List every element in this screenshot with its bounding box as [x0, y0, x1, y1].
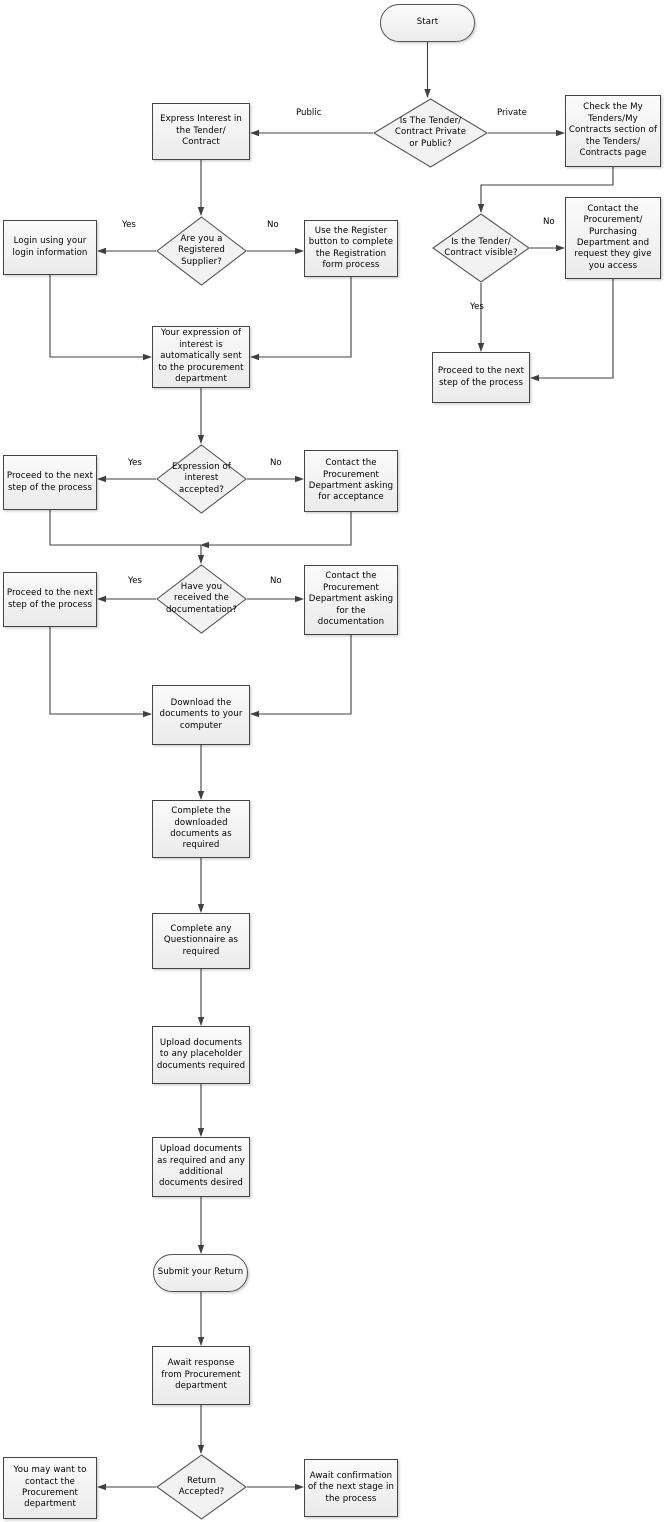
node-tender-type-label: Is The Tender/ Contract Private or Publi… — [394, 115, 467, 149]
node-return-accepted-label: Return Accepted? — [178, 1475, 225, 1497]
edge-contact-docs-to-download-docs — [250, 635, 352, 718]
node-download-documents-label: Download the documents to your computer — [159, 697, 243, 731]
node-received-documentation-decision[interactable]: Have you received the documentation? — [156, 564, 247, 634]
node-expression-sent-label: Your expression of interest is automatic… — [158, 328, 244, 385]
edge-label-docs-no: No — [270, 576, 282, 586]
edge-proceed-1-to-received-docs — [49, 510, 205, 564]
node-await-confirmation[interactable]: Await confirmation of the next stage in … — [304, 1459, 398, 1517]
node-use-register-button[interactable]: Use the Register button to complete the … — [304, 220, 398, 277]
diamond-shape-icon — [156, 564, 247, 634]
node-await-confirmation-label: Await confirmation of the next stage in … — [307, 1470, 395, 1504]
node-contact-for-access[interactable]: Contact the Procurement/ Purchasing Depa… — [565, 197, 661, 279]
edge-contact-acceptance-to-received-docs — [200, 512, 352, 549]
node-proceed-1[interactable]: Proceed to the next step of the process — [3, 455, 97, 510]
node-upload-additional-documents[interactable]: Upload documents as required and any add… — [152, 1137, 250, 1197]
node-tender-type-decision[interactable]: Is The Tender/ Contract Private or Publi… — [373, 98, 488, 168]
edge-label-public: Public — [296, 108, 322, 118]
node-upload-placeholder-documents-label: Upload documents to any placeholder docu… — [156, 1037, 246, 1071]
node-contact-for-acceptance-label: Contact the Procurement Department askin… — [308, 458, 394, 503]
node-check-my-tenders-label: Check the My Tenders/My Contracts sectio… — [568, 102, 658, 159]
node-proceed-private[interactable]: Proceed to the next step of the process — [432, 352, 530, 403]
edge-login-to-expression-sent — [49, 275, 152, 361]
edge-label-visible-no: No — [543, 217, 555, 227]
node-tender-visible-decision[interactable]: Is the Tender/ Contract visible? — [432, 213, 530, 283]
node-login[interactable]: Login using your login information — [3, 220, 97, 275]
node-contact-for-documentation[interactable]: Contact the Procurement Department askin… — [304, 565, 398, 635]
node-complete-questionnaire-label: Complete any Questionnaire as required — [163, 923, 239, 957]
node-contact-procurement-label: You may want to contact the Procurement … — [13, 1465, 87, 1510]
edge-contact-access-to-proceed-private — [530, 279, 614, 382]
node-proceed-1-label: Proceed to the next step of the process — [6, 471, 94, 493]
node-complete-documents-label: Complete the downloaded documents as req… — [170, 806, 232, 851]
node-expression-sent[interactable]: Your expression of interest is automatic… — [152, 326, 250, 388]
node-submit-return-label: Submit your Return — [157, 1267, 244, 1278]
node-interest-accepted-decision[interactable]: Expression of interest accepted? — [156, 444, 247, 514]
edge-label-docs-yes: Yes — [128, 576, 142, 586]
node-proceed-2[interactable]: Proceed to the next step of the process — [3, 572, 97, 627]
node-upload-placeholder-documents[interactable]: Upload documents to any placeholder docu… — [152, 1026, 250, 1084]
node-proceed-private-label: Proceed to the next step of the process — [437, 366, 525, 388]
node-registered-supplier-decision[interactable]: Are you a Registered Supplier? — [156, 216, 247, 286]
node-proceed-2-label: Proceed to the next step of the process — [6, 588, 94, 610]
node-received-documentation-label: Have you received the documentation? — [165, 581, 238, 615]
node-use-register-button-label: Use the Register button to complete the … — [308, 225, 394, 270]
node-start[interactable]: Start — [380, 4, 475, 42]
diamond-shape-icon — [156, 1454, 247, 1520]
edge-label-registered-no: No — [267, 220, 279, 230]
node-contact-for-access-label: Contact the Procurement/ Purchasing Depa… — [574, 203, 652, 271]
node-complete-questionnaire[interactable]: Complete any Questionnaire as required — [152, 913, 250, 969]
node-registered-supplier-label: Are you a Registered Supplier? — [178, 233, 225, 267]
node-return-accepted-decision[interactable]: Return Accepted? — [156, 1454, 247, 1520]
diamond-shape-icon — [373, 98, 488, 168]
edge-label-visible-yes: Yes — [470, 302, 484, 312]
node-contact-procurement[interactable]: You may want to contact the Procurement … — [3, 1457, 97, 1519]
node-await-response-label: Await response from Procurement departme… — [161, 1358, 241, 1392]
edge-label-private: Private — [497, 108, 527, 118]
edge-label-registered-yes: Yes — [122, 220, 136, 230]
edge-use-register-to-expression-sent — [250, 277, 352, 361]
node-await-response[interactable]: Await response from Procurement departme… — [152, 1346, 250, 1405]
diamond-shape-icon — [156, 444, 247, 514]
node-complete-documents[interactable]: Complete the downloaded documents as req… — [152, 800, 250, 858]
node-start-label: Start — [416, 17, 439, 28]
node-interest-accepted-label: Expression of interest accepted? — [172, 461, 231, 495]
node-express-interest-label: Express Interest in the Tender/ Contract — [160, 114, 242, 148]
node-contact-for-documentation-label: Contact the Procurement Department askin… — [308, 571, 394, 628]
edge-label-interest-yes: Yes — [128, 458, 142, 468]
node-tender-visible-label: Is the Tender/ Contract visible? — [444, 236, 518, 258]
edge-label-interest-no: No — [270, 458, 282, 468]
node-submit-return[interactable]: Submit your Return — [153, 1254, 248, 1292]
node-download-documents[interactable]: Download the documents to your computer — [152, 685, 250, 745]
node-login-label: Login using your login information — [12, 236, 88, 258]
edge-proceed-2-to-download-docs — [49, 627, 152, 718]
node-contact-for-acceptance[interactable]: Contact the Procurement Department askin… — [304, 450, 398, 512]
node-check-my-tenders[interactable]: Check the My Tenders/My Contracts sectio… — [565, 95, 661, 167]
diamond-shape-icon — [156, 216, 247, 286]
node-upload-additional-documents-label: Upload documents as required and any add… — [157, 1144, 245, 1189]
node-express-interest[interactable]: Express Interest in the Tender/ Contract — [152, 103, 250, 160]
diamond-shape-icon — [432, 213, 530, 283]
